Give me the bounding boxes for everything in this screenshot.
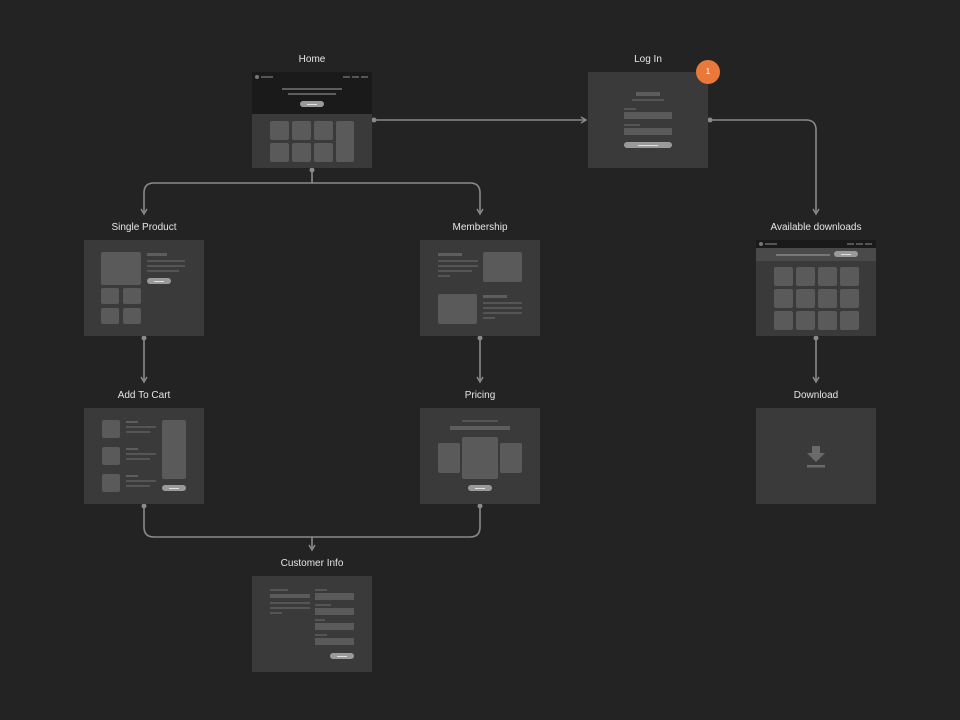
- wireframe-single-product: [84, 240, 204, 336]
- node-title-customer-info: Customer Info: [280, 558, 344, 569]
- node-title-login: Log In: [634, 54, 662, 65]
- edge-home-to-membership: [312, 182, 484, 216]
- wireframe-pricing: [420, 408, 540, 504]
- wireframe-available-downloads: [756, 240, 876, 336]
- node-title-download: Download: [793, 390, 839, 401]
- node-title-available-downloads: Available downloads: [770, 222, 862, 233]
- wireframe-customer-info: [252, 576, 372, 672]
- wireframe-membership: [420, 240, 540, 336]
- node-title-home: Home: [298, 54, 326, 65]
- node-title-single-product: Single Product: [111, 222, 177, 233]
- wireframe-home: [252, 72, 372, 168]
- edge-cart-to-customer: [143, 506, 481, 538]
- download-arrow-icon: [807, 446, 825, 468]
- node-title-pricing: Pricing: [464, 390, 496, 401]
- wireframe-download: [756, 408, 876, 504]
- edge-login-to-downloads: [710, 119, 820, 216]
- edge-home-to-product: [140, 170, 313, 216]
- node-title-membership: Membership: [452, 222, 508, 233]
- notification-badge[interactable]: 1: [696, 60, 720, 84]
- wireframe-login: [588, 72, 708, 168]
- wireframe-add-to-cart: [84, 408, 204, 504]
- node-title-add-to-cart: Add To Cart: [117, 390, 171, 401]
